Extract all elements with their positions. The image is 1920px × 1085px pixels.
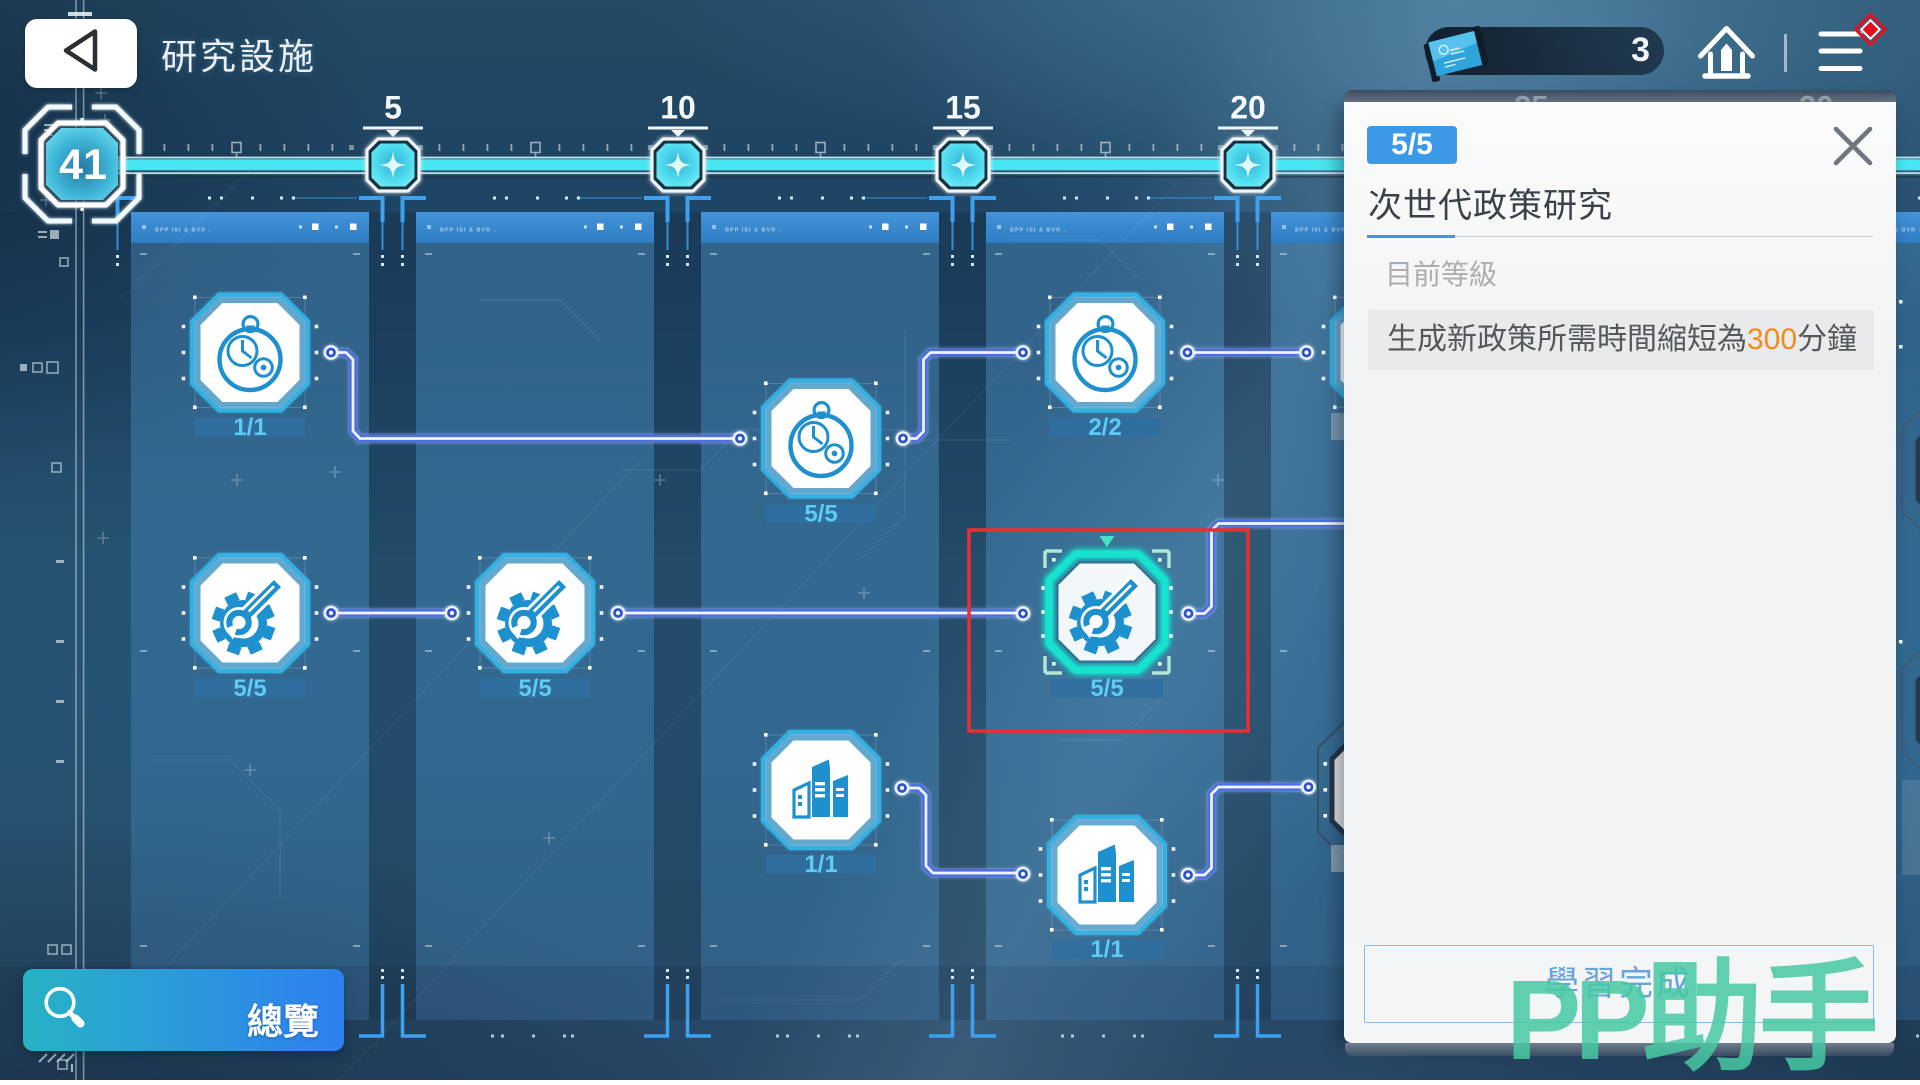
svg-text:BPP ISI & BVR -: BPP ISI & BVR -: [1295, 228, 1351, 234]
svg-text:BPP ISI & BVR -: BPP ISI & BVR -: [440, 228, 496, 234]
svg-text:10: 10: [660, 90, 696, 126]
svg-text:5/5: 5/5: [804, 501, 837, 528]
svg-text:5/5: 5/5: [233, 675, 266, 702]
svg-text:BPP ISI & BVR -: BPP ISI & BVR -: [1010, 228, 1066, 234]
svg-text:5/5: 5/5: [518, 675, 551, 702]
svg-text:2/2: 2/2: [1088, 414, 1121, 441]
svg-text:BPP ISI & BVR -: BPP ISI & BVR -: [725, 228, 781, 234]
svg-text:1/1: 1/1: [804, 851, 837, 878]
svg-text:15: 15: [945, 90, 981, 126]
svg-text:1/1: 1/1: [1090, 936, 1123, 963]
svg-text:41: 41: [59, 141, 107, 189]
svg-text:1/1: 1/1: [233, 414, 266, 441]
svg-text:5/5: 5/5: [1090, 675, 1123, 702]
svg-text:5: 5: [384, 90, 402, 126]
svg-text:20: 20: [1230, 90, 1266, 126]
svg-text:BPP ISI & BVR -: BPP ISI & BVR -: [155, 228, 211, 234]
